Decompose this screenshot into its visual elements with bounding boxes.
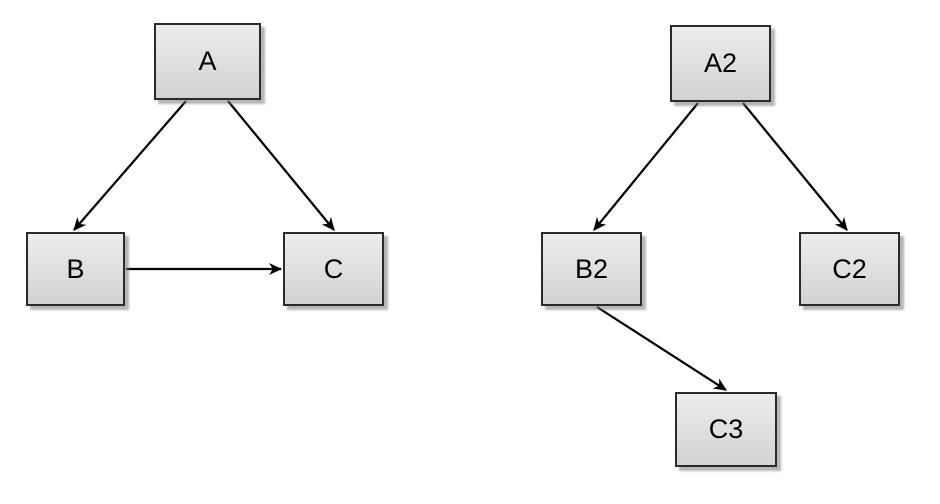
node-b[interactable]: B [26,232,125,306]
node-a[interactable]: A [154,23,261,100]
edge-b2-to-c3[interactable] [596,306,727,391]
node-a2[interactable]: A2 [670,25,771,102]
node-b2[interactable]: B2 [541,232,642,306]
node-label-a2: A2 [703,48,738,78]
edge-a-to-c[interactable] [227,100,335,231]
edge-a2-to-c2[interactable] [742,102,848,231]
node-label-c: C [323,253,344,284]
node-label-b2: B2 [574,253,609,284]
edge-a-to-b[interactable] [73,100,187,231]
node-c[interactable]: C [283,232,384,306]
node-c3[interactable]: C3 [675,392,777,467]
edges-group [73,100,848,391]
edge-a2-to-b2[interactable] [593,102,699,231]
node-label-c2: C2 [832,253,867,284]
node-c2[interactable]: C2 [799,232,900,306]
node-label-c3: C3 [708,414,744,444]
node-label-a: A [198,46,217,76]
node-label-b: B [66,253,85,284]
